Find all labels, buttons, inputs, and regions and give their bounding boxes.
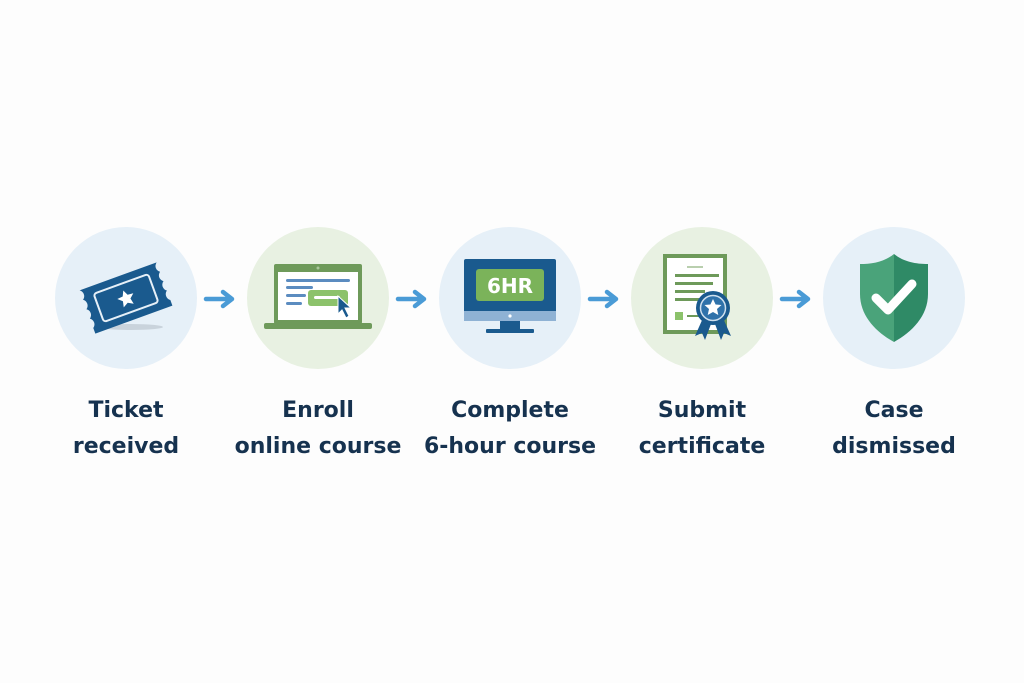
step-label-line2: dismissed xyxy=(832,434,956,459)
step-label-line1: Complete xyxy=(451,398,569,423)
step-label-line1: Ticket xyxy=(88,398,164,423)
step-circle xyxy=(823,227,965,369)
step-circle xyxy=(55,227,197,369)
arrow-right-icon xyxy=(779,289,811,309)
step-label-line2: certificate xyxy=(638,434,766,459)
step-label-line2: 6-hour course xyxy=(423,434,597,459)
certificate-icon xyxy=(663,254,731,340)
step-circle: 6HR xyxy=(439,227,581,369)
step-submit-certificate: Submit certificate xyxy=(612,227,792,465)
step-label-line1: Case xyxy=(864,398,924,423)
step-enroll-online-course: Enroll online course xyxy=(228,227,408,465)
arrow-right-icon xyxy=(587,289,619,309)
laptop-enroll-icon xyxy=(264,264,372,329)
step-circle xyxy=(631,227,773,369)
screen-text: 6HR xyxy=(487,274,533,298)
arrow-right-icon xyxy=(203,289,235,309)
step-case-dismissed: Case dismissed xyxy=(804,227,984,465)
step-label-line2: online course xyxy=(234,434,402,459)
step-label-line2: received xyxy=(72,434,180,459)
step-circle xyxy=(247,227,389,369)
monitor-6hr-icon: 6HR xyxy=(464,259,556,333)
step-ticket-received: Ticket received xyxy=(36,227,216,465)
step-label: Enroll online course xyxy=(228,393,408,465)
arrow-right-icon xyxy=(395,289,427,309)
step-label: Ticket received xyxy=(36,393,216,465)
step-label: Case dismissed xyxy=(804,393,984,465)
step-complete-6-hour-course: 6HR Complete 6-hour course xyxy=(420,227,600,465)
shield-check-icon xyxy=(860,254,928,342)
step-label: Submit certificate xyxy=(612,393,792,465)
step-label-line1: Submit xyxy=(657,398,747,423)
step-label: Complete 6-hour course xyxy=(420,393,600,465)
step-label-line1: Enroll xyxy=(282,398,354,423)
ticket-icon xyxy=(79,262,173,334)
